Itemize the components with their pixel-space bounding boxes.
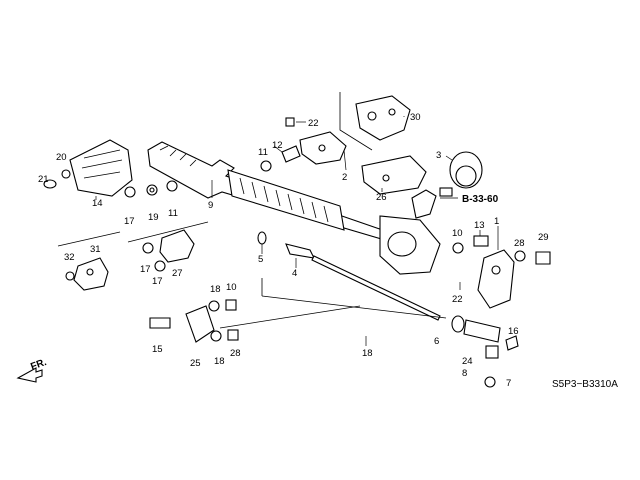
front-arrow-icon [16,367,43,383]
clip-20 [61,169,71,179]
callout-28-clamp: 28 [230,348,241,359]
callout-2: 2 [342,172,347,183]
callout-12: 12 [272,140,283,151]
callout-15: 15 [152,344,163,355]
callout-23: 7 [506,378,511,389]
nut-29 [535,251,551,265]
callout-29: 29 [538,232,549,243]
washer-19 [146,184,158,196]
callout-24: 16 [508,326,519,337]
inner-tie-rod-4 [285,243,315,268]
bracket-26 [361,155,427,195]
callout-19: 19 [148,212,159,223]
nut-10-right [452,242,464,254]
inset-box-left [57,231,121,291]
callout-14: 14 [92,198,103,209]
callout-25: 25 [190,358,201,369]
callout-9: 9 [208,200,213,211]
inset-box-center [127,221,209,272]
callout-22-top: 22 [308,118,319,129]
callout-18-bottom: 18 [214,356,225,367]
callout-1: 1 [494,216,499,227]
callout-16: 6 [434,336,439,347]
bracket-30 [339,92,411,151]
steering-rack-housing [147,141,453,275]
callout-7: 8 [462,368,467,379]
bracket-1 [477,226,515,309]
callout-21: 21 [38,174,49,185]
nut-28-right [514,250,526,262]
callout-8: 24 [462,356,473,367]
callout-3: 3 [436,150,441,161]
callout-27: 27 [172,268,183,279]
callout-28-right: 28 [514,238,525,249]
callout-20: 20 [56,152,67,163]
callout-5: 5 [258,254,263,265]
diagram-ref-code: S5P3−B3310A [552,379,618,390]
bushing-12 [273,145,301,163]
nut-17-left [124,186,136,198]
callout-11-top: 11 [258,147,268,158]
bolt-22-top [285,117,306,127]
boot-14 [69,139,133,197]
tie-rod-end [451,315,519,388]
clamp-group [149,299,361,343]
callout-26: 26 [376,192,387,203]
nut-11-left [166,180,178,192]
callout-17-box-a: 17 [140,264,151,275]
callout-6: 18 [362,348,373,359]
section-ref-label: B-33-60 [462,194,499,205]
callout-10-right: 10 [452,228,463,239]
callout-18-top: 18 [210,284,221,295]
washer-5 [257,231,267,254]
bolt-13 [473,230,489,247]
callout-13: 13 [474,220,485,231]
callout-17-left: 17 [124,216,135,227]
callout-30: 30 [410,112,421,123]
callout-17-box-b: 17 [152,276,163,287]
callout-32: 32 [64,252,75,263]
callout-4: 4 [292,268,297,279]
callout-10-clamp: 10 [226,282,237,293]
front-label: FR. [29,357,48,373]
grommet-3 [445,151,483,189]
callout-11-left: 11 [168,208,178,219]
callout-31: 31 [90,244,101,255]
nut-11-top [260,160,272,172]
bracket-2 [299,131,347,171]
plug-21 [43,179,57,189]
callout-22-right: 22 [452,294,463,305]
